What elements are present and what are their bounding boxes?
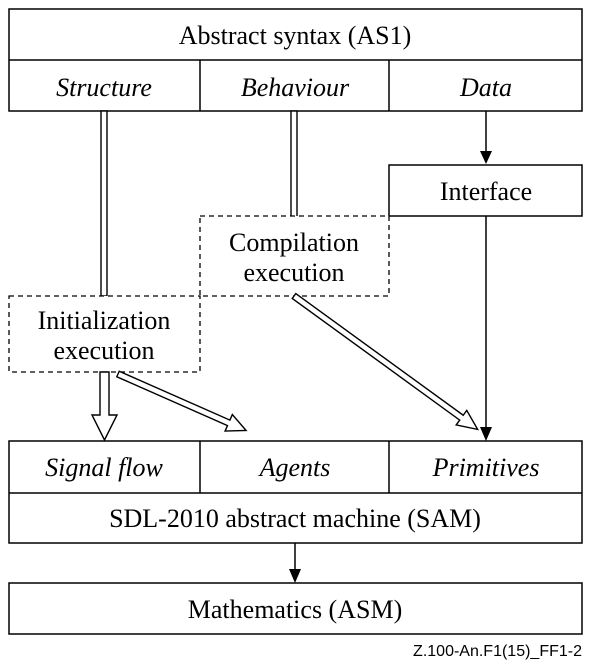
compilation-label-line1: Compilation bbox=[229, 228, 359, 257]
figure-id: Z.100-An.F1(15)_FF1-2 bbox=[413, 643, 582, 660]
mathematics-label: Mathematics (ASM) bbox=[188, 595, 402, 624]
behaviour-to-compilation-arrow bbox=[290, 110, 298, 218]
interface-frame bbox=[388, 164, 583, 217]
agents-label: Agents bbox=[258, 453, 331, 482]
interface-box: Interface bbox=[388, 164, 583, 217]
compilation-to-primitives-arrow bbox=[291, 292, 480, 431]
mathematics-frame bbox=[8, 582, 583, 635]
abstract-syntax-block: Abstract syntax (AS1) Structure Behaviou… bbox=[8, 8, 583, 112]
interface-label: Interface bbox=[440, 177, 532, 206]
mathematics-block: Mathematics (ASM) bbox=[8, 582, 583, 635]
initialization-execution-box: Initialization execution bbox=[8, 295, 201, 373]
structure-to-initialization-arrow bbox=[100, 110, 108, 297]
signal-flow-label: Signal flow bbox=[45, 453, 163, 482]
structure-label: Structure bbox=[56, 73, 152, 102]
interface-to-primitives-arrow bbox=[480, 216, 492, 441]
initialization-label-line1: Initialization bbox=[38, 306, 171, 335]
compilation-label-line2: execution bbox=[243, 258, 344, 287]
sam-title: SDL-2010 abstract machine (SAM) bbox=[109, 504, 481, 533]
data-label: Data bbox=[459, 73, 512, 102]
initialization-label-line2: execution bbox=[53, 336, 154, 365]
data-to-interface-arrow bbox=[480, 111, 492, 164]
initialization-to-agents-arrow bbox=[115, 370, 248, 432]
initialization-to-signal-flow-arrow bbox=[90, 371, 119, 442]
primitives-label: Primitives bbox=[432, 453, 540, 482]
abstract-syntax-title: Abstract syntax (AS1) bbox=[179, 21, 412, 50]
sam-to-mathematics-arrow bbox=[289, 543, 301, 583]
behaviour-label: Behaviour bbox=[241, 73, 350, 102]
compilation-execution-box: Compilation execution bbox=[199, 215, 390, 297]
compilation-frame bbox=[199, 215, 390, 297]
sam-block: Signal flow Agents Primitives SDL-2010 a… bbox=[8, 440, 583, 544]
